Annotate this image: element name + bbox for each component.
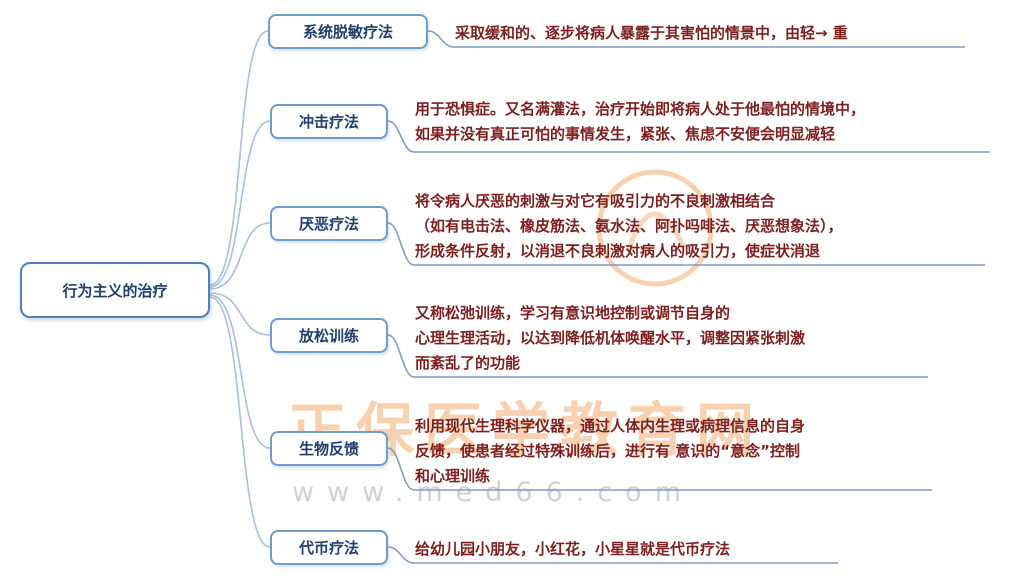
note-line: 而紊乱了的功能 <box>415 354 521 372</box>
branch-node-label: 生物反馈 <box>298 440 359 458</box>
branch-node-aversion-therapy[interactable]: 厌恶疗法 <box>270 206 388 241</box>
note-line: 给幼儿园小朋友，小红花，小星星就是代币疗法 <box>415 540 731 558</box>
note-line: （如有电击法、橡皮筋法、氨水法、阿扑吗啡法、厌恶想象法）， <box>415 217 843 235</box>
branch-node-label: 代币疗法 <box>298 539 359 557</box>
branch-node-flooding-therapy[interactable]: 冲击疗法 <box>270 104 388 139</box>
note-line: 采取缓和的、逐步将病人暴露于其害怕的情景中，由轻→ 重 <box>455 24 848 42</box>
note-line: 心理生理活动，以达到降低机体唤醒水平，调整因紧张刺激 <box>415 329 806 347</box>
branch-node-relaxation-training[interactable]: 放松训练 <box>270 318 388 353</box>
branch-node-label: 冲击疗法 <box>298 113 359 131</box>
note-line: 又称松弛训练，学习有意识地控制或调节自身的 <box>415 304 731 322</box>
note-line: 如果并没有真正可怕的事情发生，紧张、焦虑不安便会明显减轻 <box>415 125 836 143</box>
root-node-behaviorist-therapy[interactable]: 行为主义的治疗 <box>20 262 210 318</box>
branch-node-systematic-desensitization[interactable]: 系统脱敏疗法 <box>268 14 428 49</box>
note-line: 用于恐惧症。又名满灌法，治疗开始即将病人处于他最怕的情境中， <box>415 100 866 118</box>
branch-node-label: 系统脱敏疗法 <box>302 23 393 41</box>
branch-note: 给幼儿园小朋友，小红花，小星星就是代币疗法 <box>415 537 730 562</box>
branch-note: 利用现代生理科学仪器，通过人体内生理或病理信息的自身 反馈，使患者经过特殊训练后… <box>415 414 805 489</box>
note-line: 反馈，使患者经过特殊训练后，进行有 意识的“意念”控制 <box>415 442 800 460</box>
branch-note: 又称松弛训练，学习有意识地控制或调节自身的 心理生理活动，以达到降低机体唤醒水平… <box>415 301 805 376</box>
branch-node-label: 厌恶疗法 <box>298 215 359 233</box>
branch-node-biofeedback[interactable]: 生物反馈 <box>270 431 388 466</box>
branch-node-label: 放松训练 <box>298 327 359 345</box>
branch-note: 将令病人厌恶的刺激与对它有吸引力的不良刺激相结合 （如有电击法、橡皮筋法、氨水法… <box>415 189 843 264</box>
note-line: 和心理训练 <box>415 467 491 485</box>
root-branch-connectors <box>209 30 271 548</box>
note-line: 形成条件反射，以消退不良刺激对病人的吸引力，使症状消退 <box>415 242 821 260</box>
branch-node-token-economy[interactable]: 代币疗法 <box>270 530 388 565</box>
branch-note: 采取缓和的、逐步将病人暴露于其害怕的情景中，由轻→ 重 <box>455 21 848 46</box>
root-node-label: 行为主义的治疗 <box>62 281 168 300</box>
branch-note: 用于恐惧症。又名满灌法，治疗开始即将病人处于他最怕的情境中， 如果并没有真正可怕… <box>415 97 865 147</box>
note-line: 利用现代生理科学仪器，通过人体内生理或病理信息的自身 <box>415 417 806 435</box>
note-line: 将令病人厌恶的刺激与对它有吸引力的不良刺激相结合 <box>415 192 776 210</box>
